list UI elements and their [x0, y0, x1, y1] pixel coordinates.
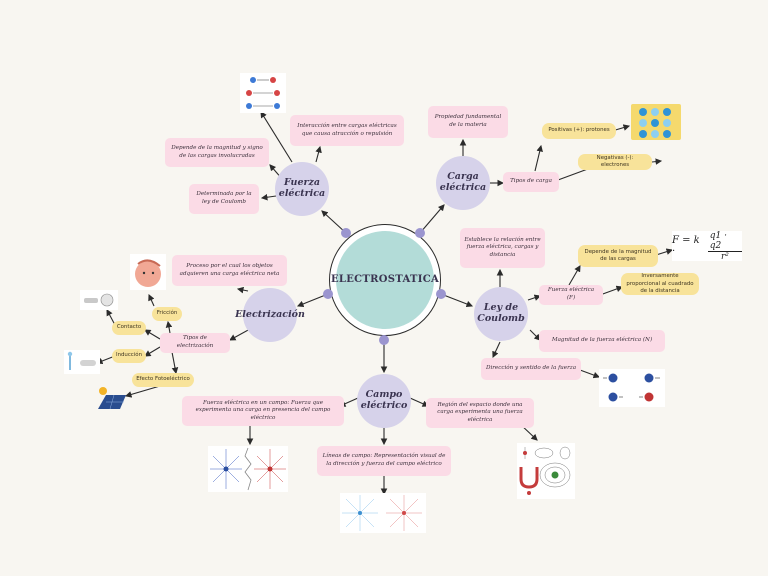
- carga-node: Carga eléctrica: [436, 156, 490, 210]
- coulomb-fuerza-note: Fuerza eléctrica (F): [539, 285, 603, 305]
- electrizacion-title: Electrización: [235, 308, 305, 320]
- connector-dot: [341, 228, 351, 238]
- fotoelectrico-pill: Efecto Fotoeléctrico: [132, 373, 194, 387]
- coulomb-depende-pill: Depende de la magnitud de las cargas: [578, 245, 658, 267]
- charges-grid-image: [631, 104, 681, 140]
- electrizacion-proceso-note: Proceso por el cual los objetos adquiere…: [172, 255, 287, 286]
- electrizacion-node: Electrización: [235, 288, 305, 342]
- carga-title: Carga eléctrica: [439, 171, 487, 193]
- friction-image: [130, 254, 166, 290]
- center-node: ELECTROSTATICA: [329, 224, 441, 336]
- carga-negativas-pill: Negativas (-): electrones: [578, 154, 652, 170]
- charges-interaction-image: [240, 73, 286, 113]
- field-force-image: [208, 446, 288, 492]
- force-direction-image: [599, 369, 665, 407]
- solar-panel-image: [98, 387, 126, 410]
- fuerza-depende-note: Depende de la magnitud y signo de las ca…: [165, 138, 269, 167]
- carga-propiedad-note: Propiedad fundamental de la materia: [428, 106, 508, 138]
- field-region-image: [517, 443, 575, 499]
- connector-dot: [323, 289, 333, 299]
- campo-fuerza-note: Fuerza eléctrica en un campo: Fuerza que…: [182, 396, 344, 426]
- fuerza-node: Fuerza eléctrica: [275, 162, 329, 216]
- fuerza-title: Fuerza eléctrica: [278, 177, 326, 199]
- connector-dot: [415, 228, 425, 238]
- induccion-pill: Inducción: [112, 349, 146, 363]
- campo-region-note: Región del espacio donde una carga exper…: [426, 398, 534, 428]
- connector-dot: [379, 335, 389, 345]
- center-title: ELECTROSTATICA: [330, 274, 440, 286]
- campo-lineas-note: Líneas de campo: Representación visual d…: [317, 446, 451, 476]
- fuerza-coulomb-note: Determinada por la ley de Coulomb: [189, 184, 259, 214]
- coulomb-title: Ley de Coulomb: [477, 302, 525, 324]
- induction-image: [64, 350, 100, 374]
- coulomb-node: Ley de Coulomb: [474, 287, 528, 341]
- coulomb-magnitud-note: Magnitud de la fuerza eléctrica (N): [539, 330, 665, 352]
- campo-title: Campo eléctrico: [360, 389, 408, 411]
- field-lines-image: [340, 493, 426, 533]
- center-circle: ELECTROSTATICA: [331, 231, 439, 329]
- fuerza-interaccion-note: Interacción entre cargas eléctricas que …: [290, 115, 404, 146]
- carga-positivas-pill: Positivas (+): protones: [542, 123, 616, 139]
- coulomb-direccion-note: Dirección y sentido de la fuerza: [481, 358, 581, 380]
- electrizacion-tipos-note: Tipos de electrización: [160, 333, 230, 353]
- connector-dot: [436, 289, 446, 299]
- carga-tipos-note: Tipos de carga: [503, 172, 559, 192]
- friccion-pill: Fricción: [152, 307, 182, 321]
- contacto-pill: Contacto: [112, 321, 146, 335]
- coulomb-inverso-pill: Inversamente proporcional al cuadrado de…: [621, 273, 699, 295]
- contact-image: [80, 290, 118, 310]
- coulomb-establece-note: Establece la relación entre fuerza eléct…: [460, 228, 545, 268]
- campo-node: Campo eléctrico: [357, 374, 411, 428]
